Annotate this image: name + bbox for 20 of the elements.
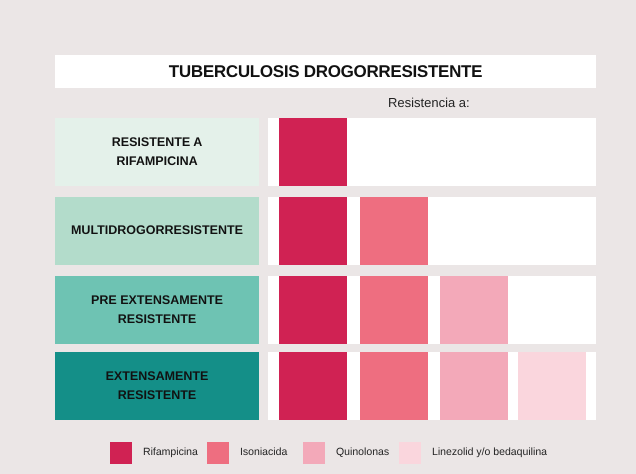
title-banner: TUBERCULOSIS DROGORRESISTENTE [55,55,596,88]
resistance-square [518,352,586,420]
resistance-square [279,197,347,265]
resistance-square [279,276,347,344]
legend-label: Isoniacida [240,446,288,458]
resistance-square [360,276,428,344]
resistance-square [440,276,508,344]
legend-label: Rifampicina [143,446,198,458]
category-label: MULTIDROGORRESISTENTE [55,197,259,265]
category-label: RESISTENTE A RIFAMPICINA [55,118,259,186]
resistance-square [360,197,428,265]
column-heading: Resistencia a: [388,95,470,110]
resistance-square [360,352,428,420]
legend-label: Linezolid y/o bedaquilina [432,446,548,458]
category-label: EXTENSAMENTE RESISTENTE [55,352,259,420]
resistance-square [279,352,347,420]
legend-label: Quinolonas [336,446,390,458]
resistance-square [279,118,347,186]
category-label: PRE EXTENSAMENTE RESISTENTE [55,276,259,344]
resistance-square [440,352,508,420]
